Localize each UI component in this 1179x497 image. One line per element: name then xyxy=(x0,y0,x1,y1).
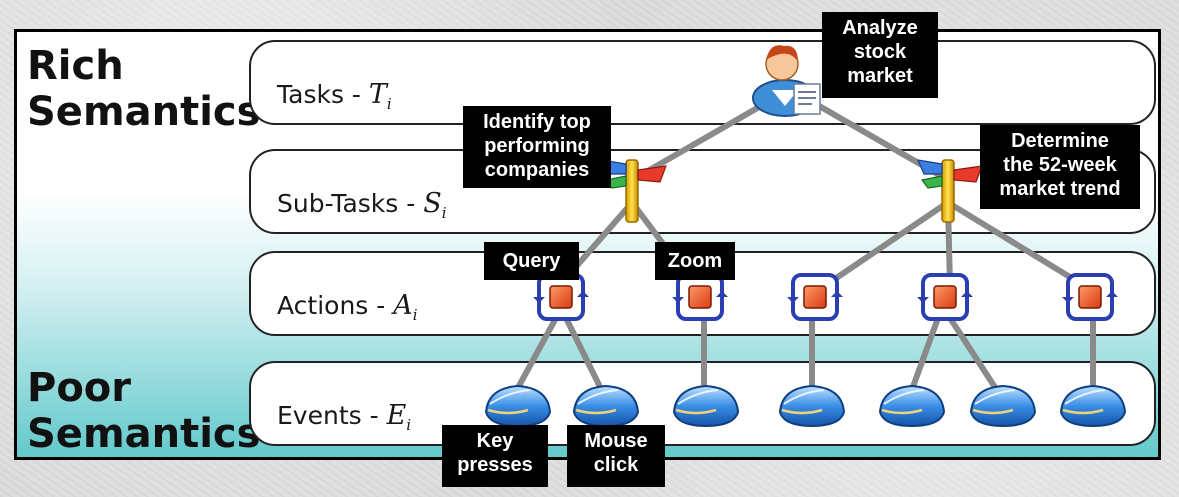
poor-semantics-label: Poor Semantics xyxy=(27,365,261,457)
events-layer-label: Events - Ei xyxy=(277,400,412,434)
tasks-layer-label: Tasks - Ti xyxy=(277,79,392,113)
callout-zoom: Zoom xyxy=(655,242,735,280)
subtasks-layer-label: Sub-Tasks - Si xyxy=(277,188,447,222)
events-layer: Events - Ei xyxy=(249,361,1156,446)
actions-layer-label: Actions - Ai xyxy=(277,290,418,324)
rich-semantics-label: Rich Semantics xyxy=(27,43,261,135)
callout-query: Query xyxy=(484,242,579,280)
tasks-layer: Tasks - Ti xyxy=(249,40,1156,125)
diagram-frame: Rich Semantics Poor Semantics Tasks - Ti… xyxy=(14,29,1161,460)
